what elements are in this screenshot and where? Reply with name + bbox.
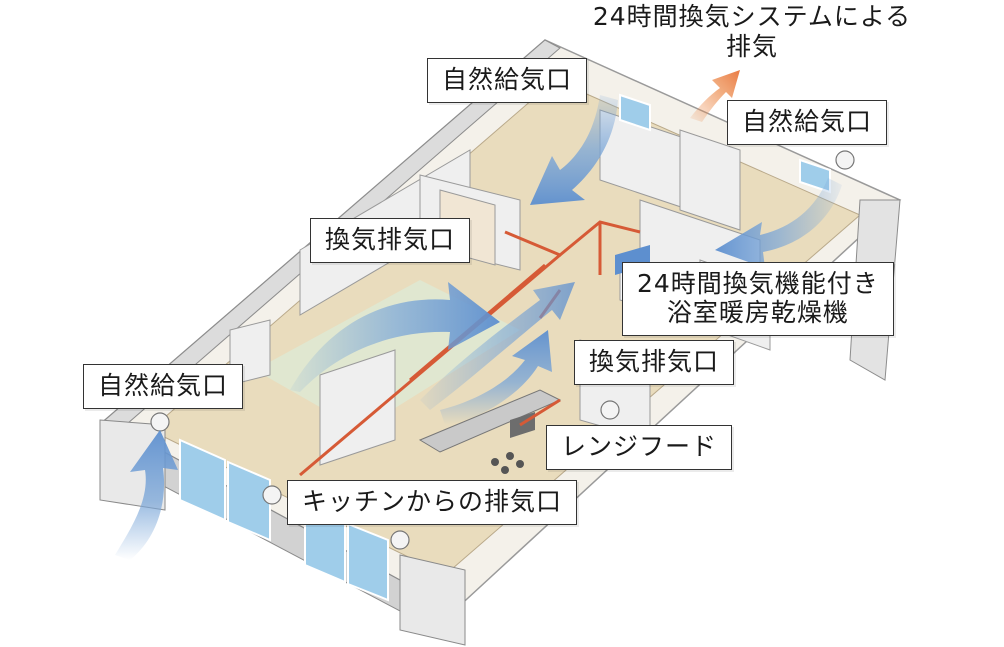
label-24h-exhaust-line1: 24時間換気システムによる: [592, 2, 912, 31]
label-bathroom-dryer-line2: 浴室暖房乾燥機: [666, 297, 849, 327]
label-range-hood: レンジフード: [546, 425, 733, 470]
airflow-arrow-center: [420, 282, 575, 410]
label-ventilation-exhaust-right: 換気排気口: [574, 340, 735, 385]
label-24h-exhaust-line2: 排気: [725, 32, 778, 61]
label-natural-intake-top: 自然給気口: [427, 58, 588, 103]
back-windows: [619, 93, 831, 194]
label-bathroom-dryer: 24時間換気機能付き 浴室暖房乾燥機: [622, 262, 894, 336]
stove-burners: [491, 452, 524, 474]
intake-arrow-left: [115, 430, 178, 560]
label-24h-exhaust: 24時間換気システムによる 排気: [572, 2, 932, 62]
label-bathroom-dryer-line1: 24時間換気機能付き: [637, 269, 879, 298]
label-natural-intake-left: 自然給気口: [83, 364, 244, 409]
intake-arrow-right: [715, 178, 842, 268]
vent-caps: [150, 150, 855, 550]
front-pillar-right: [399, 554, 466, 646]
label-kitchen-exhaust: キッチンからの排気口: [287, 480, 578, 525]
exhaust-arrow-orange: [690, 70, 740, 122]
airflow-arrows: [115, 70, 842, 560]
airflow-arrow-kitchen: [440, 330, 552, 425]
intake-arrow-top: [530, 95, 618, 205]
airflow-arrow-living: [290, 282, 500, 392]
label-ventilation-exhaust-left: 換気排気口: [310, 218, 471, 263]
label-natural-intake-right: 自然給気口: [727, 100, 888, 145]
